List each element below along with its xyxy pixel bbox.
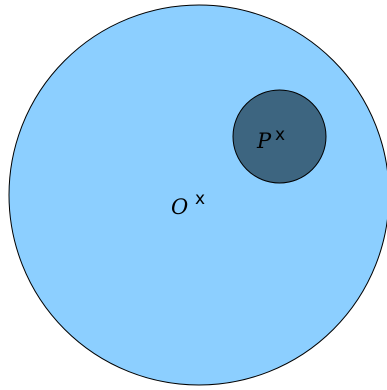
point-o-label: O bbox=[171, 195, 188, 219]
small-circle bbox=[232, 89, 327, 184]
point-p-label: P bbox=[256, 129, 272, 153]
point-p-cross: x bbox=[275, 125, 285, 145]
point-o-cross: x bbox=[195, 189, 205, 209]
